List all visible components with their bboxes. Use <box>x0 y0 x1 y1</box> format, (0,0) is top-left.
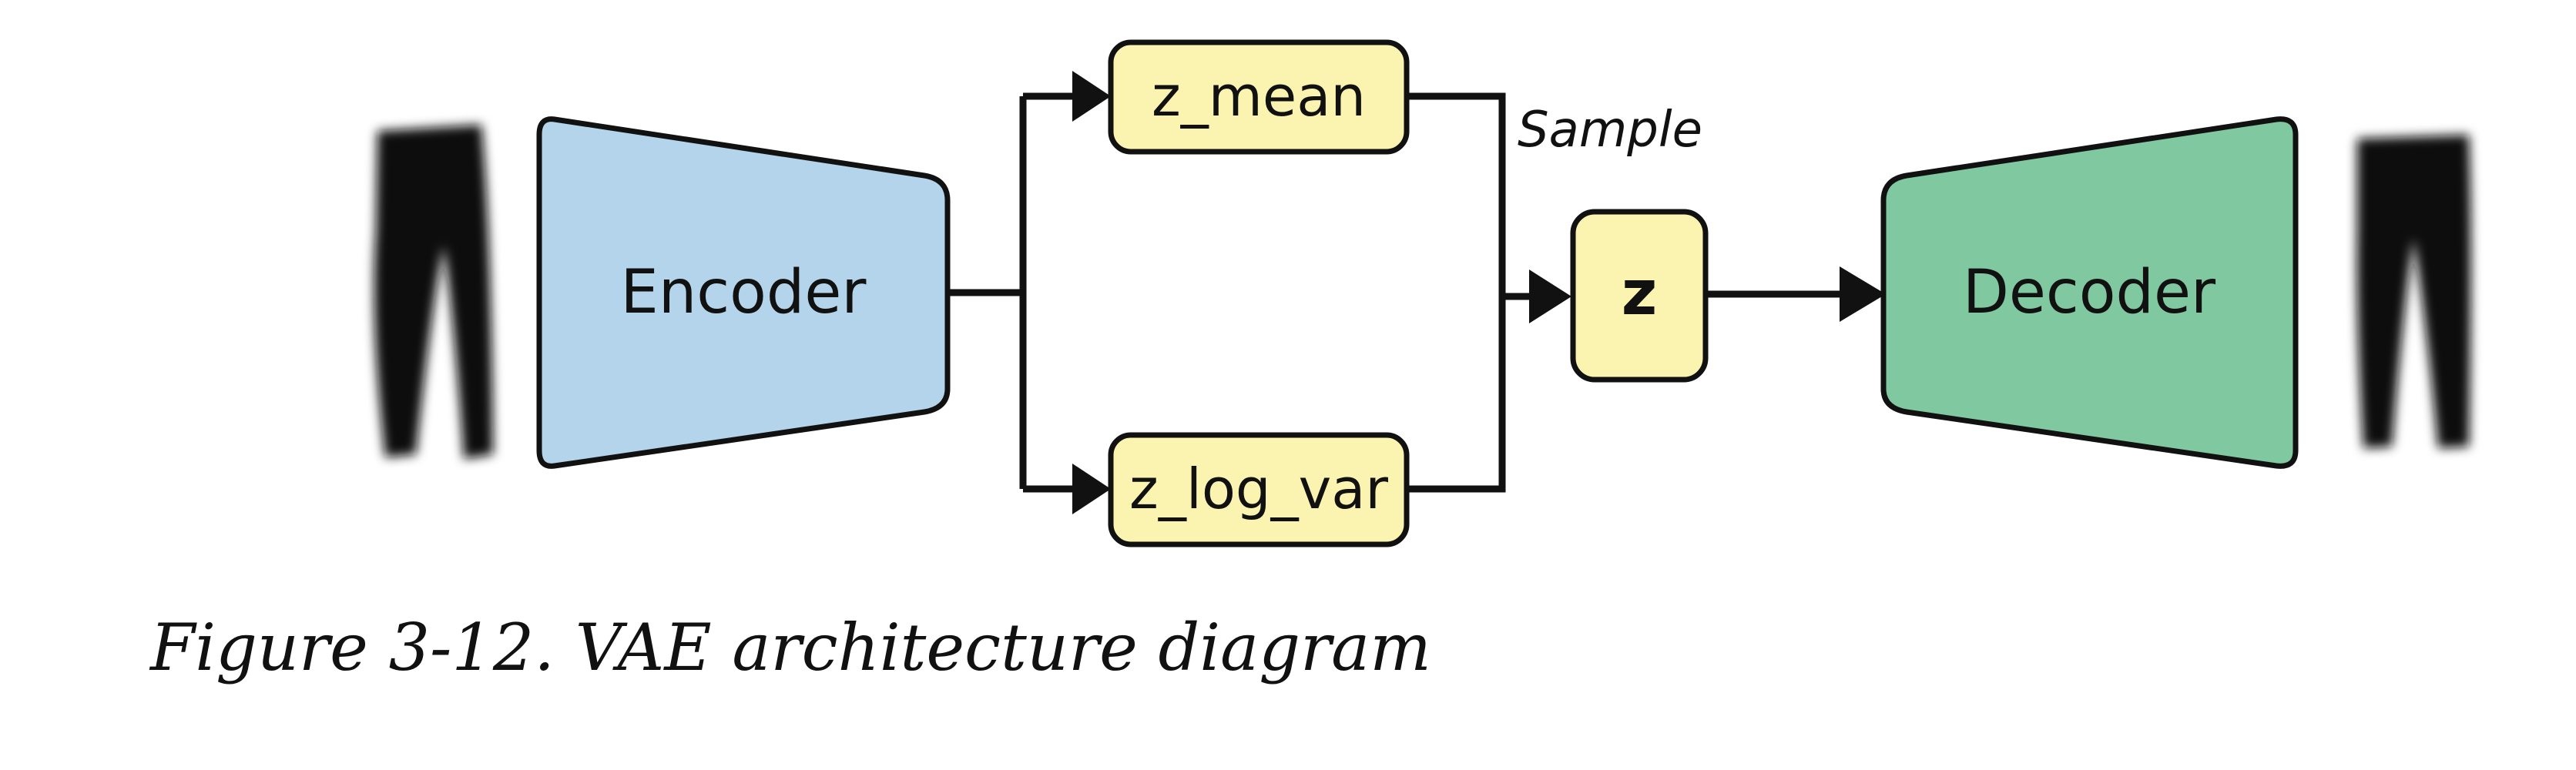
arrow-to-z-mean <box>1072 71 1111 122</box>
z-label: z <box>1622 257 1658 329</box>
z-mean-label: z_mean <box>1152 64 1366 129</box>
figure-caption: Figure 3-12. VAE architecture diagram <box>149 610 1431 685</box>
z-log-var-label: z_log_var <box>1129 457 1388 521</box>
arrow-to-z-log-var <box>1072 464 1111 514</box>
arrow-to-z <box>1529 270 1571 323</box>
input-image <box>374 125 493 459</box>
encoder-connectors <box>948 92 1102 493</box>
sample-label: Sample <box>1518 102 1702 159</box>
decoder: Decoder <box>1880 116 2299 469</box>
arrow-to-decoder <box>1840 266 1886 322</box>
decoder-label: Decoder <box>1963 258 2216 327</box>
z-node: z <box>1570 209 1709 383</box>
output-image <box>2356 135 2471 448</box>
z-log-var-node: z_log_var <box>1108 432 1410 547</box>
encoder-label: Encoder <box>621 258 867 327</box>
encoder-shape <box>536 116 951 469</box>
encoder: Encoder <box>536 116 951 469</box>
arrow-heads-left <box>1072 71 1111 514</box>
z-mean-node: z_mean <box>1108 39 1410 155</box>
decoder-shape <box>1880 116 2299 469</box>
